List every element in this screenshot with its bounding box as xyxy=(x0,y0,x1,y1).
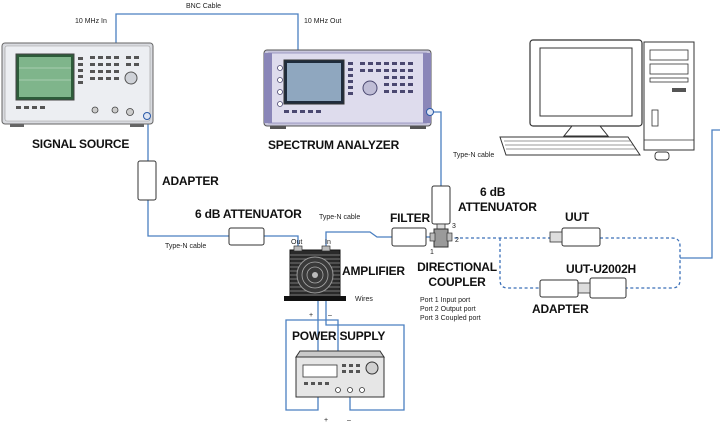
10mhz-in-label: 10 MHz In xyxy=(75,18,107,25)
attenuator-left-label: 6 dB ATTENUATOR xyxy=(195,207,302,221)
computer xyxy=(499,39,695,161)
attenuator-to-amp-cable xyxy=(264,235,299,250)
adapter-top-box xyxy=(137,160,157,201)
psu-minus-label: – xyxy=(347,417,351,424)
spectrum-analyzer-label: SPECTRUM ANALYZER xyxy=(268,138,400,152)
uut-label: UUT xyxy=(565,210,590,224)
directional-coupler-label-1: DIRECTIONAL xyxy=(417,260,497,274)
type-n-cable-left-2 xyxy=(147,200,229,237)
directional-coupler-label-2: COUPLER xyxy=(428,275,486,289)
wires-label: Wires xyxy=(355,296,373,303)
attenuator-right-box xyxy=(431,185,451,230)
filter-box xyxy=(391,227,427,247)
bnc-cable-label: BNC Cable xyxy=(186,3,222,10)
coupler-port-2: 2 xyxy=(455,237,459,244)
power-supply xyxy=(295,350,385,398)
10mhz-out-label: 10 MHz Out xyxy=(304,18,342,25)
amp-plus-label: + xyxy=(309,312,314,319)
filter-label: FILTER xyxy=(390,211,430,225)
signal-source-instrument xyxy=(1,42,154,127)
uut-right-dashed xyxy=(600,237,681,289)
type-n-cable-mid xyxy=(325,231,392,250)
amplifier-label: AMPLIFIER xyxy=(342,264,405,278)
type-n-cable-right-label: Type-N cable xyxy=(453,152,495,159)
adapter-bottom-label: ADAPTER xyxy=(532,302,589,316)
attenuator-right-label-2: ATTENUATOR xyxy=(458,200,537,214)
signal-source-label: SIGNAL SOURCE xyxy=(32,137,130,151)
attenuator-left-box xyxy=(228,227,265,246)
psu-wire-minus xyxy=(325,300,405,411)
coupler-port-1: 1 xyxy=(430,249,434,256)
type-n-cable-right xyxy=(430,111,442,186)
uut-u2002h-label: UUT-U2002H xyxy=(566,262,637,276)
port-legend-3: Port 3 Coupled port xyxy=(420,315,481,322)
uut-u2002h-sensor xyxy=(577,277,627,299)
dashed-cables xyxy=(449,237,681,289)
amp-in-label: In xyxy=(325,239,331,246)
directional-coupler xyxy=(429,228,453,248)
psu-plus-label: + xyxy=(324,417,329,424)
bnc-cable xyxy=(115,13,299,50)
uut-sensor xyxy=(549,227,601,247)
pc-cable xyxy=(680,129,720,259)
power-supply-label: POWER SUPPLY xyxy=(292,329,386,343)
coupler-port-3: 3 xyxy=(452,223,456,230)
amp-out-label: Out xyxy=(291,239,303,246)
port-legend-1: Port 1 Input port xyxy=(420,297,471,304)
spectrum-analyzer-instrument xyxy=(263,49,434,129)
adapter-top-label: ADAPTER xyxy=(162,174,219,188)
amp-minus-label: – xyxy=(328,312,332,319)
amplifier xyxy=(284,245,346,301)
port-legend-2: Port 2 Output port xyxy=(420,306,476,313)
type-n-cable-left-label: Type-N cable xyxy=(165,243,207,250)
adapter-bottom-box xyxy=(539,279,579,298)
attenuator-right-label-1: 6 dB xyxy=(480,185,506,199)
type-n-cable-mid-label: Type-N cable xyxy=(319,214,361,221)
uut-loop-dashed xyxy=(499,238,540,289)
